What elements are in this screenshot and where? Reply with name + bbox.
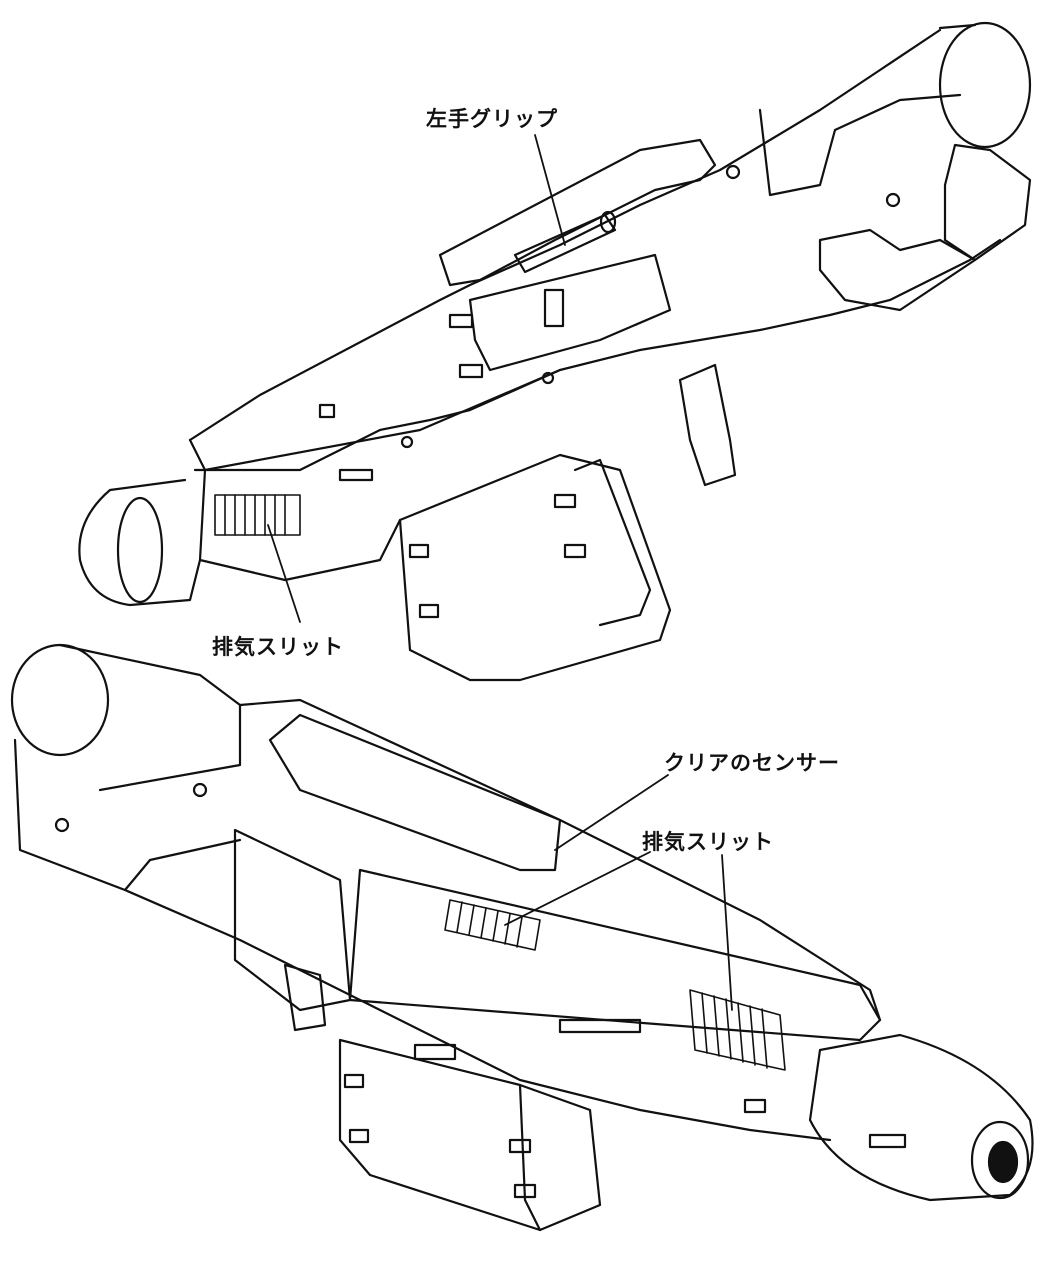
- bottom-muzzle-inner: [987, 1140, 1019, 1184]
- leader-sensor: [554, 774, 669, 851]
- bottom-detail-slot-3: [743, 1098, 767, 1114]
- top-mag-slot-1: [553, 493, 577, 509]
- top-rivet-1: [725, 164, 741, 180]
- top-trigger-grip: [678, 363, 737, 487]
- top-rivet-4: [400, 435, 414, 449]
- leader-slit-top: [267, 524, 301, 623]
- bottom-forward-body: [348, 868, 882, 1042]
- top-mag-slot-3: [408, 543, 430, 559]
- top-rear-cap: [938, 21, 1032, 149]
- bottom-mag-slot-1: [343, 1073, 365, 1089]
- bottom-rivet-2: [54, 817, 70, 833]
- top-side-slot: [543, 288, 565, 328]
- top-rivet-2: [885, 192, 901, 208]
- bottom-muzzle-bore: [970, 1120, 1030, 1200]
- top-forward-body: [188, 368, 562, 582]
- top-rear-body: [758, 23, 1032, 262]
- top-exhaust-slit: [214, 494, 301, 536]
- bottom-detail-slot-2: [558, 1018, 642, 1034]
- callout-exhaust-slit-bottom: 排気スリット: [642, 830, 774, 854]
- top-body-lower: [193, 238, 1002, 472]
- top-mag-slot-2: [563, 543, 587, 559]
- top-side-block: [468, 253, 672, 372]
- top-rear-housing: [818, 228, 977, 312]
- top-rail: [438, 138, 717, 287]
- top-muzzle-ring: [116, 496, 164, 604]
- bottom-magazine: [338, 1038, 602, 1232]
- bottom-rear-body: [13, 643, 242, 892]
- bottom-muzzle: [808, 1033, 1034, 1202]
- bottom-magazine-face: [518, 1083, 542, 1232]
- bottom-mag-slot-3: [508, 1138, 532, 1154]
- callout-left-hand-grip: 左手グリップ: [426, 107, 558, 131]
- bottom-trigger-grip: [283, 963, 327, 1032]
- weapon-top-view: [78, 21, 1032, 682]
- callout-clear-sensor: クリアのセンサー: [664, 751, 840, 775]
- top-detail-slot-1: [448, 313, 474, 329]
- top-detail-slot-2: [458, 363, 484, 379]
- leader-slit-bottom-2: [721, 854, 733, 1011]
- bottom-mid-block: [233, 828, 352, 1012]
- top-grip-handle: [513, 213, 617, 274]
- top-grip-end: [599, 210, 617, 234]
- weapon-bottom-view: [10, 643, 1034, 1232]
- top-rivet-3: [541, 371, 555, 385]
- bottom-detail-slot-1: [413, 1043, 457, 1061]
- top-magazine: [398, 453, 672, 682]
- bottom-mag-slot-2: [348, 1128, 370, 1144]
- top-detail-slot-4: [338, 468, 374, 482]
- leader-grip: [534, 134, 566, 246]
- bottom-rivet-1: [192, 782, 208, 798]
- leader-slit-bottom-1: [504, 851, 651, 926]
- top-magazine-face: [573, 458, 652, 627]
- bottom-rear-cap: [10, 643, 110, 757]
- bottom-mag-slot-4: [513, 1183, 537, 1199]
- callout-exhaust-slit-top: 排気スリット: [212, 635, 344, 659]
- bottom-detail-slot-4: [868, 1133, 907, 1149]
- bottom-sensor-rail: [268, 713, 562, 872]
- bottom-body-lower: [123, 888, 832, 1142]
- bottom-body-upper: [238, 698, 882, 1022]
- top-detail-slot-3: [318, 403, 336, 419]
- top-muzzle: [78, 478, 202, 607]
- bottom-exhaust-slit-2: [689, 989, 786, 1071]
- top-body-outline: [188, 28, 942, 442]
- bottom-exhaust-slit-1: [444, 899, 541, 951]
- top-mag-slot-4: [418, 603, 440, 619]
